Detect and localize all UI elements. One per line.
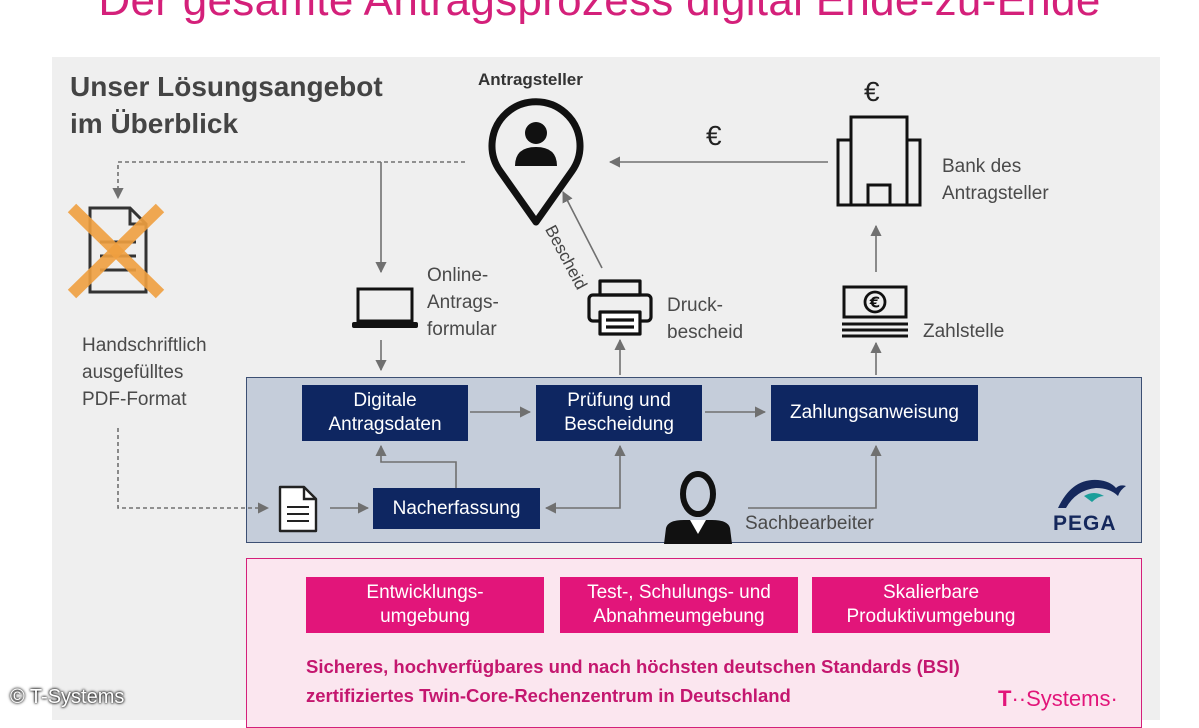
payment-order-box: Zahlungsanweisung	[771, 385, 978, 441]
pega-logo-icon	[1058, 479, 1126, 508]
t-systems-logo-t: T	[998, 686, 1012, 711]
handwritten-label: Handschriftlich ausgefülltes PDF-Format	[82, 332, 207, 413]
post-entry-box: Nacherfassung	[373, 488, 540, 529]
review-line-1: Prüfung und	[567, 390, 671, 411]
bank-building-icon	[836, 115, 922, 207]
banknote-icon: €	[842, 285, 908, 338]
transfer-euro-symbol: €	[706, 120, 722, 151]
test-env-line-1: Test-, Schulungs- und	[587, 582, 771, 603]
heading-line-2: im Überblick	[70, 108, 239, 139]
t-systems-logo-trail: ·	[1110, 686, 1118, 711]
online-form-label: Online- Antrags- formular	[427, 262, 499, 343]
t-systems-logo-dots: ··	[1011, 686, 1027, 711]
clerk-icon	[664, 471, 732, 544]
handwritten-line-1: Handschriftlich	[82, 335, 207, 356]
datacenter-statement: Sicheres, hochverfügbares und nach höchs…	[306, 652, 960, 710]
digital-data-line-2: Antragsdaten	[328, 414, 442, 435]
datacenter-line-1: Sicheres, hochverfügbares und nach höchs…	[306, 656, 960, 677]
section-heading: Unser Lösungsangebot im Überblick	[70, 68, 383, 142]
datacenter-line-2: zertifiziertes Twin-Core-Rechenzentrum i…	[306, 685, 791, 706]
payment-office-label: Zahlstelle	[923, 321, 1005, 342]
page-title: Der gesamte Antragsprozess digital Ende-…	[98, 0, 1101, 25]
handwritten-line-3: PDF-Format	[82, 389, 187, 410]
review-line-2: Bescheidung	[564, 414, 674, 435]
online-form-line-3: formular	[427, 319, 497, 340]
review-box: Prüfung und Bescheidung	[536, 385, 702, 441]
copyright-credit: © T-Systems	[10, 686, 125, 708]
online-form-line-2: Antrags-	[427, 292, 499, 313]
heading-line-1: Unser Lösungsangebot	[70, 71, 383, 102]
bank-label-line-1: Bank des	[942, 156, 1022, 177]
prod-env-line-2: Produktivumgebung	[846, 606, 1016, 627]
t-systems-logo-name: Systems	[1026, 686, 1111, 711]
bank-euro-symbol: €	[864, 76, 880, 107]
t-systems-logo: T··Systems·	[998, 686, 1118, 712]
applicant-label: Antragsteller	[478, 70, 583, 89]
dev-env-line-2: umgebung	[380, 606, 470, 627]
svg-text:€: €	[869, 294, 880, 312]
prod-environment-box: Skalierbare Produktivumgebung	[812, 577, 1050, 633]
applicant-pin-icon	[488, 98, 584, 226]
online-form-line-1: Online-	[427, 265, 489, 286]
prod-env-line-1: Skalierbare	[882, 582, 980, 603]
print-notice-line-1: Druck-	[667, 295, 723, 316]
bank-label: Bank des Antragsteller	[942, 153, 1049, 207]
document-icon	[278, 485, 318, 533]
laptop-icon	[352, 287, 418, 328]
test-env-line-2: Abnahmeumgebung	[593, 606, 765, 627]
digital-data-box: Digitale Antragsdaten	[302, 385, 468, 441]
test-environment-box: Test-, Schulungs- und Abnahmeumgebung	[560, 577, 798, 633]
dev-env-line-1: Entwicklungs-	[366, 582, 484, 603]
dev-environment-box: Entwicklungs- umgebung	[306, 577, 544, 633]
print-notice-line-2: bescheid	[667, 322, 744, 343]
crossed-pdf-icon	[67, 203, 165, 299]
digital-data-line-1: Digitale	[353, 390, 417, 411]
printer-icon	[587, 279, 653, 336]
pega-logo-text: PEGA	[1053, 512, 1117, 535]
print-notice-label: Druck- bescheid	[667, 292, 743, 346]
handwritten-line-2: ausgefülltes	[82, 362, 184, 383]
bank-label-line-2: Antragsteller	[942, 183, 1049, 204]
clerk-label: Sachbearbeiter	[745, 513, 874, 534]
